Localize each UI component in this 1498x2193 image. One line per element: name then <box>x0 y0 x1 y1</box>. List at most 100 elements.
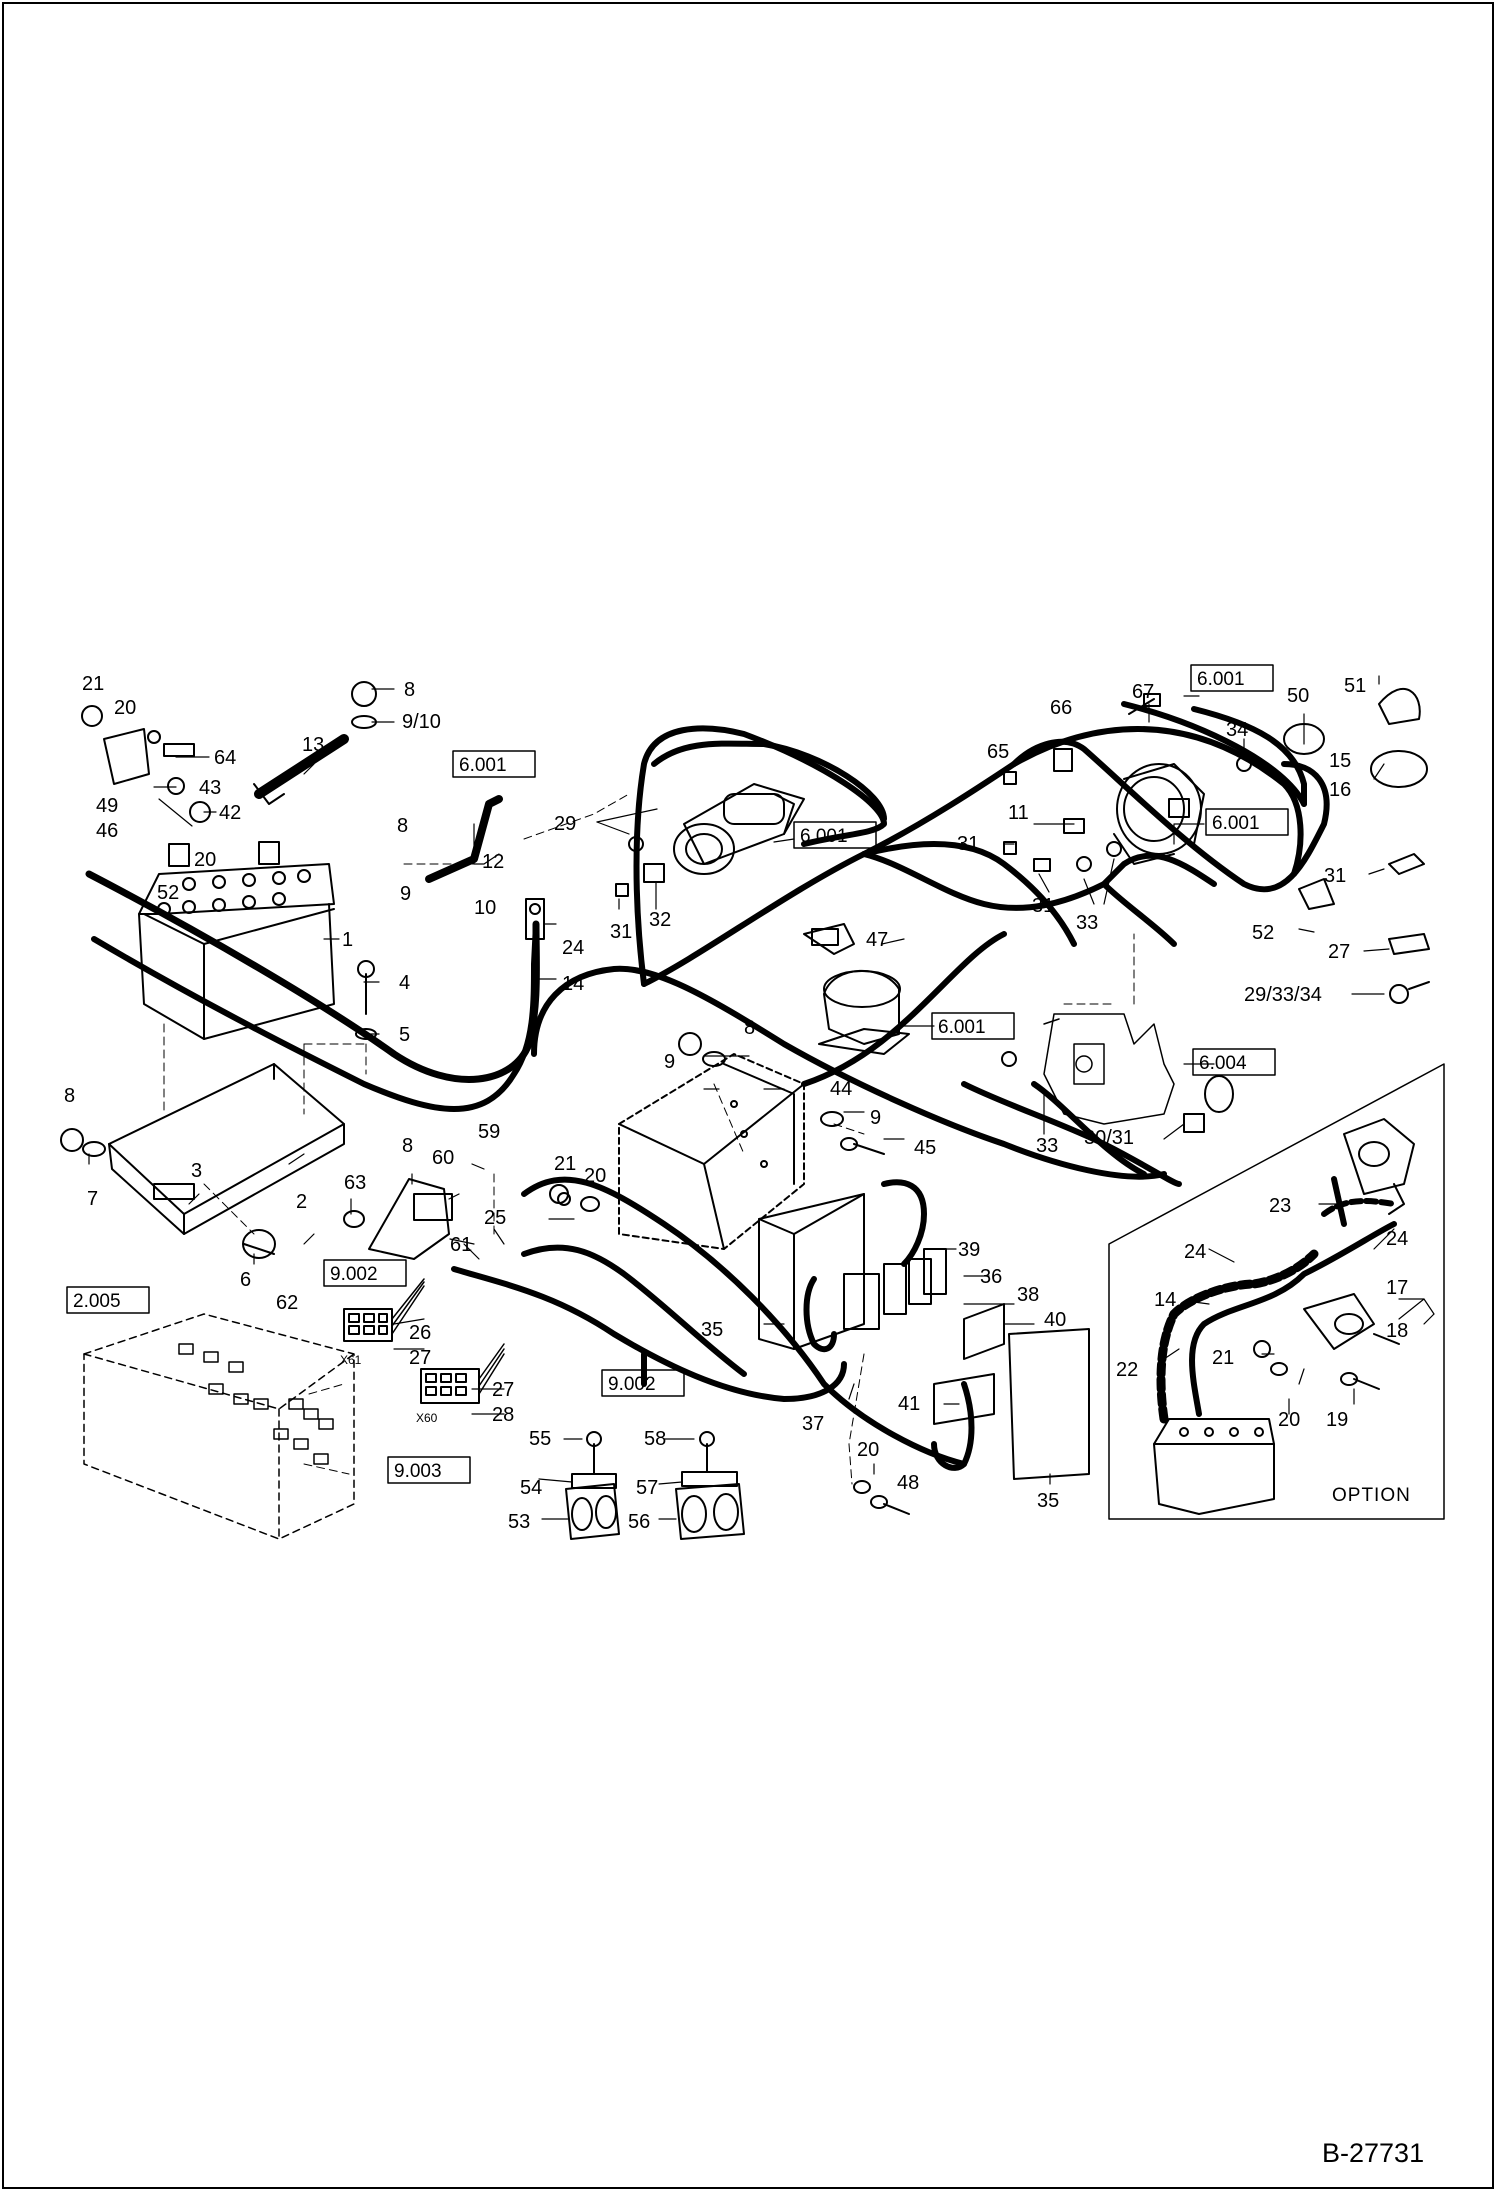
label-part-9b: 9 <box>664 1051 675 1073</box>
label-part-14: 14 <box>562 973 584 995</box>
label-part-41: 41 <box>898 1393 920 1415</box>
ref-box-9002-b <box>601 1369 685 1397</box>
label-part-9: 9 <box>400 883 411 905</box>
label-part-52: 52 <box>157 882 179 904</box>
label-part-26: 26 <box>409 1322 431 1344</box>
label-part-19: 19 <box>1326 1409 1348 1431</box>
label-connector-x61: X61 <box>340 1353 362 1367</box>
label-part-27c: 27 <box>492 1379 514 1401</box>
label-part-21c: 21 <box>1212 1347 1234 1369</box>
starter-motor <box>673 783 805 875</box>
label-part-2: 2 <box>296 1191 307 1213</box>
label-part-35: 35 <box>701 1319 723 1341</box>
label-part-44: 44 <box>830 1078 852 1100</box>
label-part-13: 13 <box>302 734 324 756</box>
label-part-29-33-34: 29/33/34 <box>1244 984 1322 1006</box>
label-part-29: 29 <box>554 813 576 835</box>
label-part-33: 33 <box>1076 912 1098 934</box>
label-ref-9002-b: 9.002 <box>608 1374 656 1395</box>
label-part-61: 61 <box>450 1234 472 1256</box>
option-battery <box>1153 1418 1275 1515</box>
label-part-28: 28 <box>492 1404 514 1426</box>
ref-box-6001-a <box>452 750 536 778</box>
label-part-47: 47 <box>866 929 888 951</box>
label-part-11: 11 <box>1008 802 1029 824</box>
label-part-37: 37 <box>802 1413 824 1435</box>
ref-box-6001-c <box>1190 664 1274 692</box>
label-part-24: 24 <box>562 937 584 959</box>
label-part-39: 39 <box>958 1239 980 1261</box>
engine-block <box>1043 1013 1175 1125</box>
connector-x61 <box>343 1308 393 1342</box>
label-part-40: 40 <box>1044 1309 1066 1331</box>
label-part-8: 8 <box>404 679 415 701</box>
solenoid-unit <box>803 923 910 1055</box>
ref-box-9003 <box>387 1456 471 1484</box>
label-part-17: 17 <box>1386 1277 1408 1299</box>
label-part-30-31: 30/31 <box>1084 1127 1134 1149</box>
label-part-8c: 8 <box>744 1017 755 1039</box>
cable-clamp-53 <box>565 1431 620 1540</box>
label-ref-6001-e: 6.001 <box>938 1017 986 1038</box>
main-wiring-harness <box>91 701 1330 1471</box>
label-ref-9003: 9.003 <box>394 1461 442 1482</box>
label-part-60: 60 <box>432 1147 454 1169</box>
label-part-66: 66 <box>1050 697 1072 719</box>
label-ref-6001-a: 6.001 <box>459 755 507 776</box>
alternator <box>1113 763 1205 865</box>
battery <box>138 841 335 1040</box>
control-module-slots <box>178 1343 334 1465</box>
label-part-48: 48 <box>897 1472 919 1494</box>
label-part-9-10: 9/10 <box>402 711 441 733</box>
label-part-35b: 35 <box>1037 1490 1059 1512</box>
ref-box-6004 <box>1192 1048 1276 1076</box>
label-part-9c: 9 <box>870 1107 881 1129</box>
label-ref-9002-a: 9.002 <box>330 1264 378 1285</box>
label-part-51: 51 <box>1344 675 1366 697</box>
label-part-49: 49 <box>96 795 118 817</box>
label-ref-2005: 2.005 <box>73 1291 121 1312</box>
label-part-21b: 21 <box>554 1153 576 1175</box>
label-part-38: 38 <box>1017 1284 1039 1306</box>
label-part-20c: 20 <box>584 1165 606 1187</box>
label-part-24c: 24 <box>1184 1241 1206 1263</box>
label-part-33b: 33 <box>1036 1135 1058 1157</box>
leader-lines <box>88 675 1435 1520</box>
label-part-8b: 8 <box>397 815 408 837</box>
label-part-31c: 31 <box>1032 895 1054 917</box>
label-part-21: 21 <box>82 673 104 695</box>
label-part-27: 27 <box>1328 941 1350 963</box>
label-ref-6004: 6.004 <box>1199 1053 1247 1074</box>
label-part-31d: 31 <box>1324 865 1346 887</box>
label-part-55: 55 <box>529 1428 551 1450</box>
label-part-67: 67 <box>1132 681 1154 703</box>
label-part-8d: 8 <box>64 1085 75 1107</box>
option-label: OPTION <box>1332 1485 1411 1506</box>
cable-clamp-56 <box>675 1431 745 1540</box>
label-part-36: 36 <box>980 1266 1002 1288</box>
label-part-62: 62 <box>276 1292 298 1314</box>
label-part-46: 46 <box>96 820 118 842</box>
label-part-64: 64 <box>214 747 236 769</box>
option-disconnect-switch <box>1343 1118 1415 1215</box>
label-part-18: 18 <box>1386 1320 1408 1342</box>
label-part-25: 25 <box>484 1207 506 1229</box>
reference-boxes <box>66 664 1289 1484</box>
label-part-57: 57 <box>636 1477 658 1499</box>
label-part-45: 45 <box>914 1137 936 1159</box>
label-ref-6001-c: 6.001 <box>1197 669 1245 690</box>
label-part-58: 58 <box>644 1428 666 1450</box>
label-part-20d: 20 <box>857 1439 879 1461</box>
option-cables <box>1156 1176 1397 1424</box>
label-part-52b: 52 <box>1252 922 1274 944</box>
option-panel-frame <box>1108 1063 1445 1520</box>
drawing-number: B-27731 <box>1322 2138 1424 2168</box>
label-connector-x60: X60 <box>416 1411 438 1425</box>
label-part-15: 15 <box>1329 750 1351 772</box>
label-part-56: 56 <box>628 1511 650 1533</box>
ref-box-2005 <box>66 1286 150 1314</box>
label-part-34: 34 <box>1226 719 1248 741</box>
label-ref-6001-b: 6.001 <box>800 826 848 847</box>
label-part-20e: 20 <box>1278 1409 1300 1431</box>
label-part-23: 23 <box>1269 1195 1291 1217</box>
